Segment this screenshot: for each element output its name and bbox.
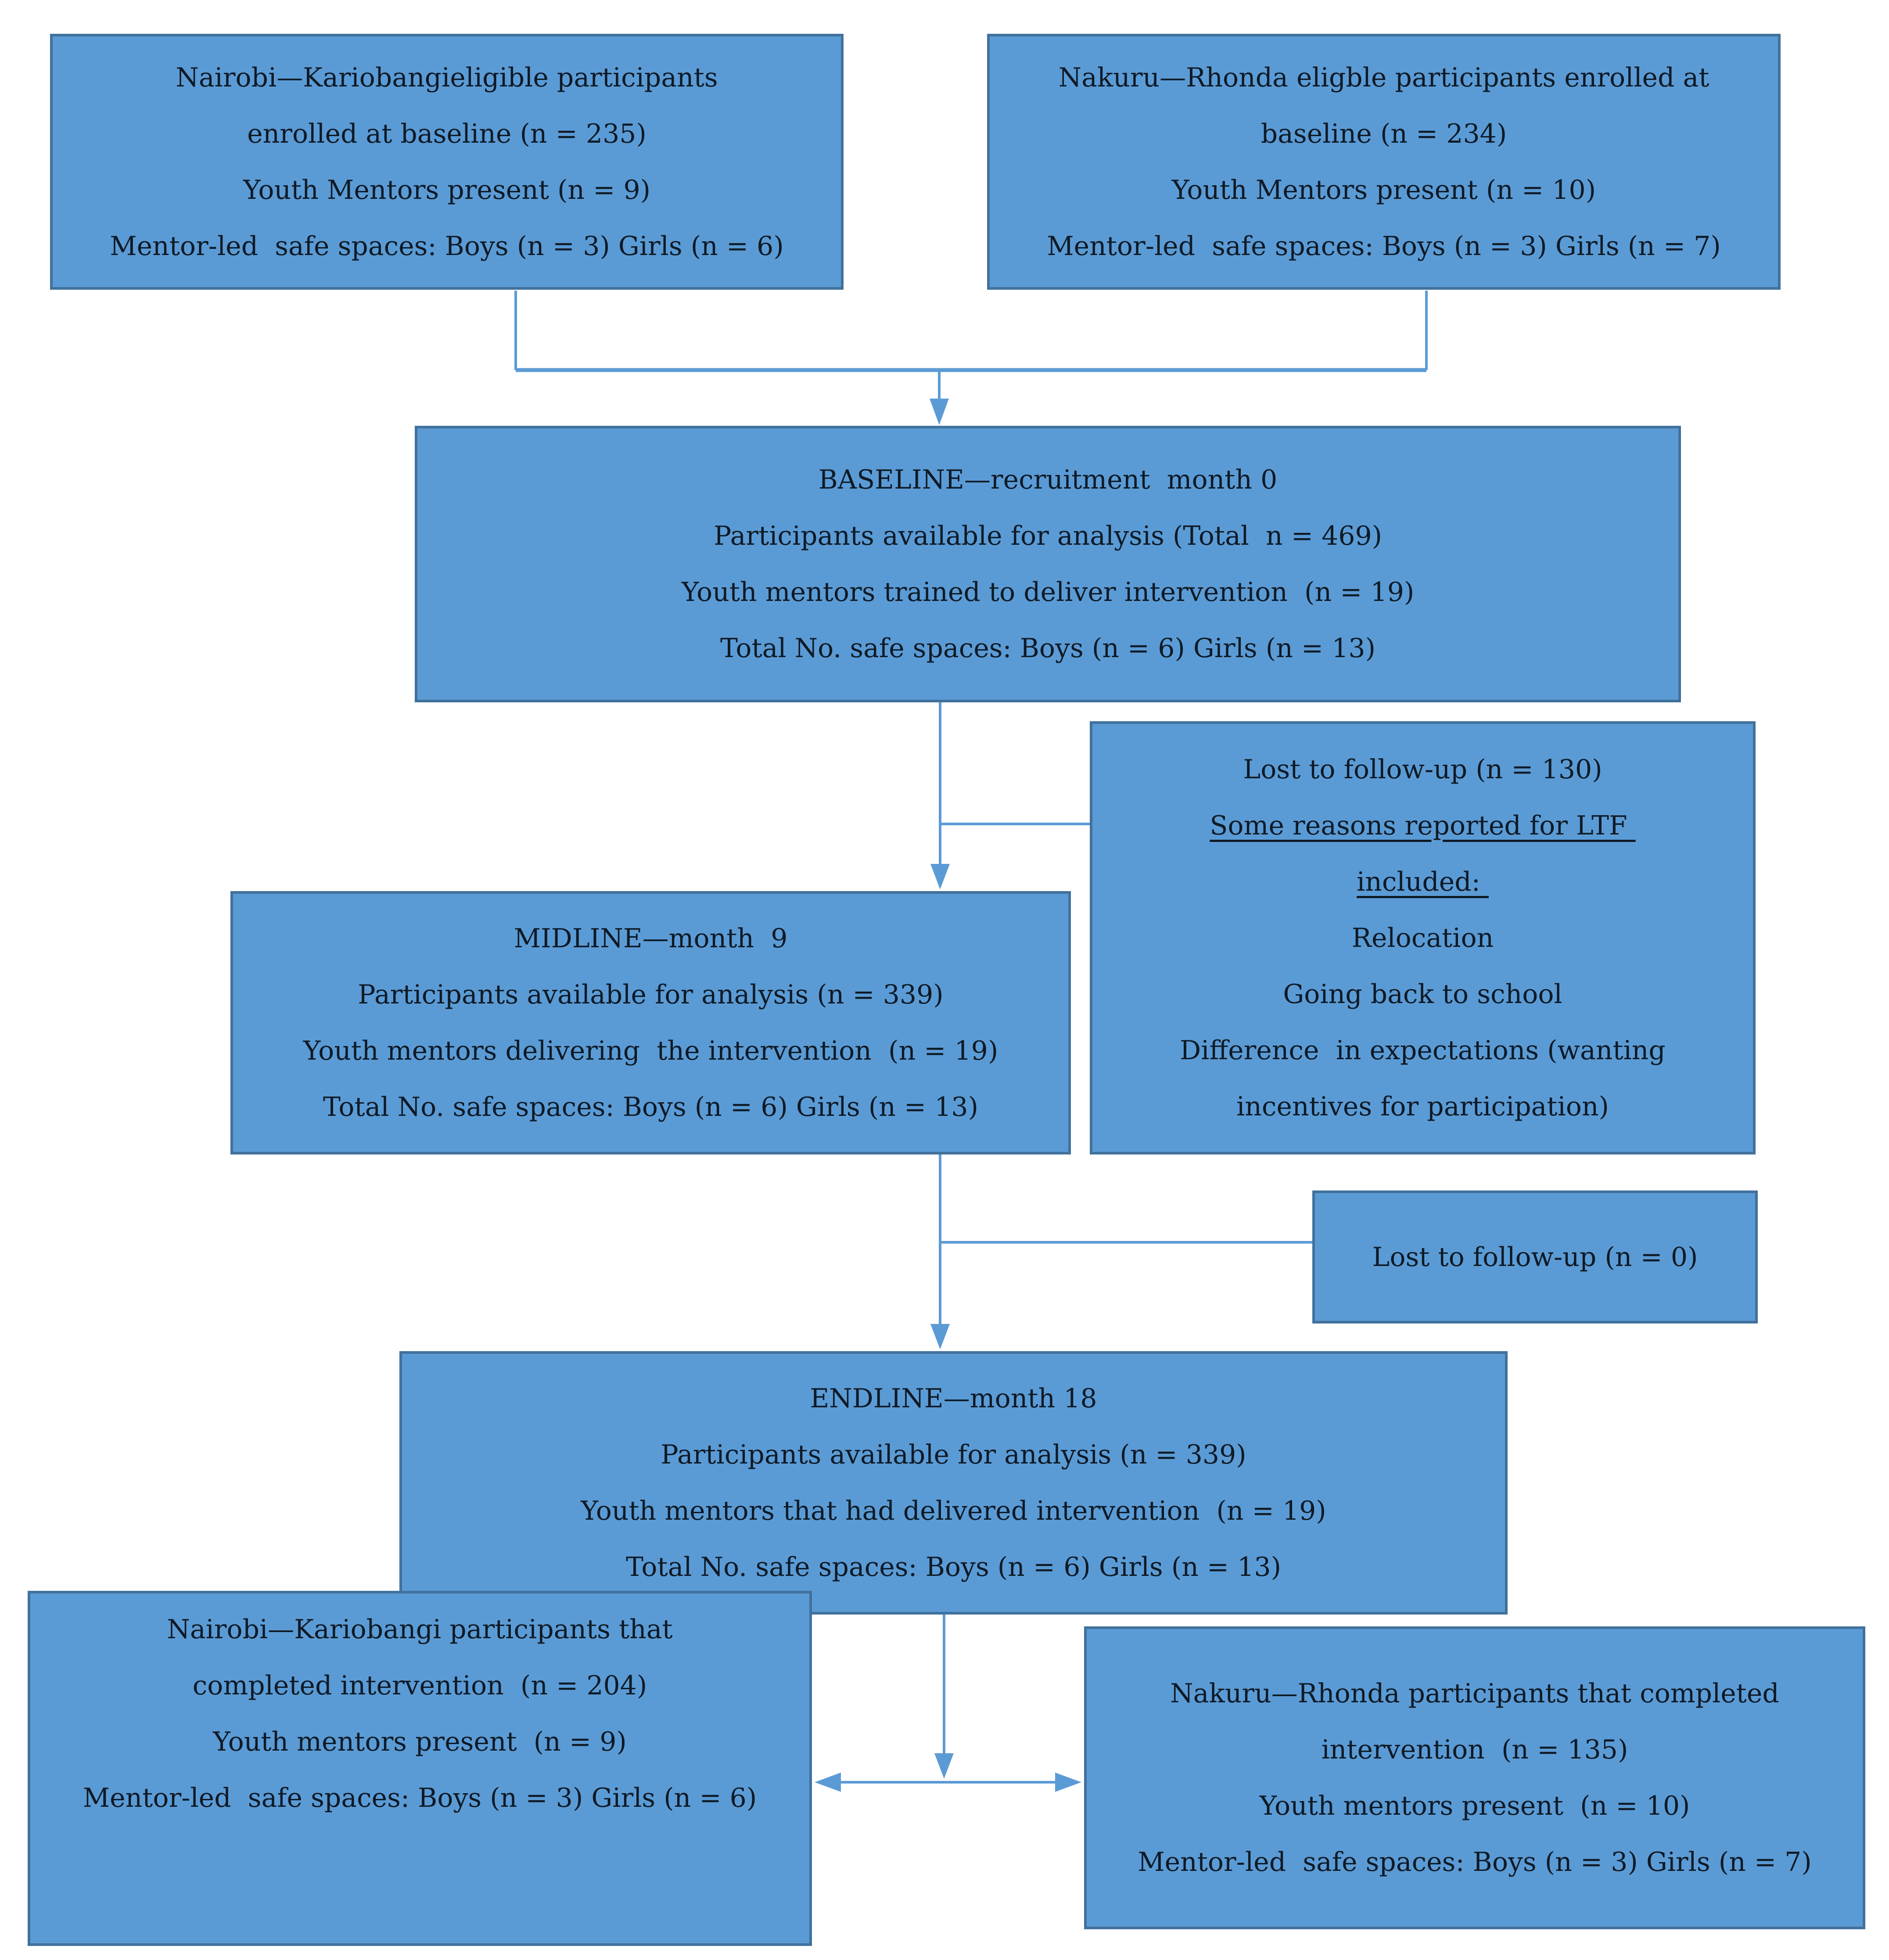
box-line: Lost to follow-up (n = 0) [1372, 1241, 1698, 1273]
box-line: Nakuru—Rhonda eligble participants enrol… [1058, 62, 1709, 93]
box-line: Youth mentors present (n = 10) [1259, 1791, 1690, 1821]
box-baseline: BASELINE—recruitment month 0 Participant… [415, 426, 1681, 702]
arrowhead-split-left [815, 1773, 841, 1792]
box-endline: ENDLINE—month 18 Participants available … [399, 1351, 1508, 1615]
arrowhead-split-right [1055, 1773, 1081, 1792]
box-line: Youth Mentors present (n = 9) [243, 174, 651, 205]
box-line: Mentor-led safe spaces: Boys (n = 3) Gir… [1047, 230, 1721, 262]
box-line: BASELINE—recruitment month 0 [818, 464, 1278, 495]
box-line: Mentor-led safe spaces: Boys (n = 3) Gir… [1138, 1847, 1812, 1877]
box-line: Youth mentors that had delivered interve… [581, 1496, 1326, 1526]
box-nairobi-endline: Nairobi—Kariobangi participants that com… [28, 1591, 812, 1946]
box-line: MIDLINE—month 9 [514, 923, 788, 954]
box-line: Youth mentors present (n = 9) [213, 1726, 627, 1757]
box-line: Mentor-led safe spaces: Boys (n = 3) Gir… [83, 1782, 757, 1813]
box-line: Total No. safe spaces: Boys (n = 6) Girl… [720, 633, 1376, 664]
box-line: Nairobi—Kariobangieligible participants [176, 62, 718, 93]
box-line: Difference in expectations (wanting [1180, 1035, 1666, 1066]
box-ltf-zero: Lost to follow-up (n = 0) [1312, 1190, 1758, 1323]
box-line: Relocation [1351, 922, 1494, 953]
box-line: completed intervention (n = 204) [192, 1670, 647, 1701]
box-nakuru-baseline: Nakuru—Rhonda eligble participants enrol… [987, 34, 1781, 290]
box-line: Participants available for analysis (Tot… [713, 521, 1383, 551]
box-line: Some reasons reported for LTF [1210, 810, 1636, 841]
box-line: enrolled at baseline (n = 235) [247, 118, 646, 149]
box-nakuru-endline: Nakuru—Rhonda participants that complete… [1084, 1626, 1865, 1929]
box-line: intervention (n = 135) [1321, 1734, 1628, 1765]
arrowhead-midline [930, 864, 950, 889]
box-midline: MIDLINE—month 9 Participants available f… [230, 891, 1071, 1154]
box-line: baseline (n = 234) [1261, 118, 1507, 149]
arrowhead-endline [930, 1324, 950, 1349]
box-line: Youth mentors trained to deliver interve… [681, 577, 1415, 608]
box-nairobi-baseline: Nairobi—Kariobangieligible participants … [50, 34, 844, 290]
box-line: Youth mentors delivering the interventio… [303, 1036, 998, 1066]
box-line: Total No. safe spaces: Boys (n = 6) Girl… [625, 1552, 1282, 1582]
box-line: Participants available for analysis (n =… [661, 1439, 1246, 1470]
box-line: Mentor-led safe spaces: Boys (n = 3) Gir… [110, 230, 784, 262]
box-ltf-reasons: Lost to follow-up (n = 130) Some reasons… [1090, 721, 1756, 1154]
box-line: included: [1357, 866, 1489, 897]
arrowhead-baseline [930, 399, 949, 425]
box-line: Nairobi—Kariobangi participants that [167, 1614, 673, 1645]
box-line: Youth Mentors present (n = 10) [1171, 174, 1596, 205]
box-line: Total No. safe spaces: Boys (n = 6) Girl… [323, 1092, 979, 1122]
box-line: Going back to school [1283, 978, 1562, 1010]
box-line: Participants available for analysis (n =… [358, 979, 944, 1010]
box-line: Nakuru—Rhonda participants that complete… [1170, 1678, 1779, 1709]
arrowhead-split-down [934, 1753, 954, 1779]
box-line: ENDLINE—month 18 [810, 1383, 1097, 1414]
box-line: incentives for participation) [1236, 1091, 1609, 1122]
box-line: Lost to follow-up (n = 130) [1243, 754, 1602, 785]
